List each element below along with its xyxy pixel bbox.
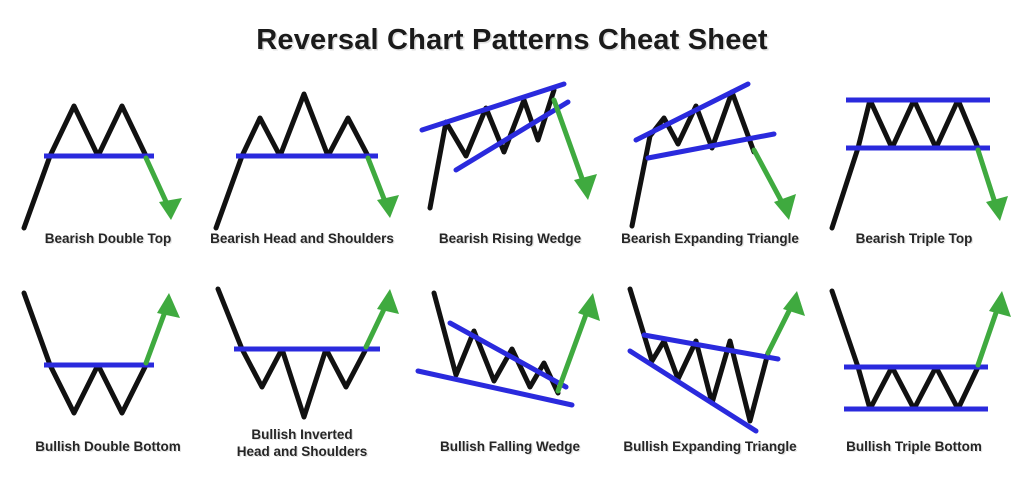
- pattern-card-bullish-triple-bottom[interactable]: Bullish Triple Bottom: [812, 283, 1016, 483]
- pattern-card-bearish-triple-top[interactable]: Bearish Triple Top: [812, 78, 1016, 278]
- pattern-card-bullish-inverted-head-and-shoulders[interactable]: Bullish Inverted Head and Shoulders: [200, 283, 404, 483]
- pattern-label: Bearish Expanding Triangle: [621, 231, 799, 246]
- upper-trendline: [633, 81, 751, 143]
- pattern-card-bullish-falling-wedge[interactable]: Bullish Falling Wedge: [408, 283, 612, 483]
- pattern-label: Bullish Expanding Triangle: [623, 439, 797, 454]
- pattern-diagram-bearish-rising-wedge: [408, 78, 612, 238]
- pattern-card-bearish-head-and-shoulders[interactable]: Bearish Head and Shoulders: [200, 78, 404, 278]
- pattern-grid: Bearish Double Top Bearish Head and Shou…: [0, 78, 1024, 478]
- pattern-label: Bearish Head and Shoulders: [210, 231, 394, 246]
- price-line: [213, 91, 371, 231]
- page-title: Reversal Chart Patterns Cheat Sheet: [256, 24, 768, 56]
- price-line: [21, 103, 149, 231]
- pattern-diagram-bullish-falling-wedge: [408, 283, 612, 443]
- breakout-arrow-down: [975, 147, 1008, 221]
- pattern-label: Bearish Triple Top: [855, 231, 973, 246]
- pattern-card-bearish-double-top[interactable]: Bearish Double Top: [6, 78, 210, 278]
- price-line: [427, 87, 557, 211]
- breakout-arrow-down: [551, 97, 597, 200]
- upper-trendline: [447, 320, 569, 390]
- pattern-card-bullish-double-bottom[interactable]: Bullish Double Bottom: [6, 283, 210, 483]
- pattern-label: Bullish Double Bottom: [35, 439, 181, 454]
- pattern-diagram-bearish-head-and-shoulders: [200, 78, 404, 238]
- price-line: [829, 288, 981, 412]
- breakout-arrow-up: [143, 293, 180, 366]
- breakout-arrow-down: [751, 147, 796, 220]
- breakout-arrow-up: [363, 289, 399, 350]
- pattern-diagram-bearish-triple-top: [812, 78, 1016, 238]
- price-line: [627, 286, 771, 424]
- pattern-diagram-bullish-triple-bottom: [812, 283, 1016, 443]
- pattern-label: Bullish Falling Wedge: [439, 439, 580, 454]
- pattern-card-bearish-rising-wedge[interactable]: Bearish Rising Wedge: [408, 78, 612, 278]
- breakout-arrow-up: [765, 291, 805, 356]
- lower-trendline: [627, 348, 759, 434]
- pattern-label: Bearish Double Top: [44, 231, 172, 246]
- price-line: [431, 290, 561, 396]
- price-line: [21, 290, 149, 416]
- lower-trendline: [453, 99, 571, 173]
- pattern-label: Bearish Rising Wedge: [438, 231, 582, 246]
- pattern-diagram-bullish-expanding-triangle: [608, 283, 812, 443]
- pattern-diagram-bullish-double-bottom: [6, 283, 210, 443]
- pattern-card-bullish-expanding-triangle[interactable]: Bullish Expanding Triangle: [608, 283, 812, 483]
- price-line: [215, 286, 369, 420]
- pattern-diagram-bearish-expanding-triangle: [608, 78, 812, 238]
- breakout-arrow-down: [365, 155, 399, 218]
- upper-trendline: [419, 81, 567, 133]
- pattern-diagram-bearish-double-top: [6, 78, 210, 238]
- pattern-label: Bullish Triple Bottom: [846, 439, 982, 454]
- lower-trendline: [415, 368, 575, 408]
- pattern-label: Bullish Inverted Head and Shoulders: [236, 427, 368, 459]
- pattern-card-bearish-expanding-triangle[interactable]: Bearish Expanding Triangle: [608, 78, 812, 278]
- price-line: [829, 97, 981, 231]
- breakout-arrow-down: [143, 155, 182, 220]
- upper-trendline: [641, 332, 781, 362]
- breakout-arrow-up: [975, 291, 1011, 368]
- breakout-arrow-up: [555, 293, 600, 394]
- pattern-diagram-bullish-inverted-head-and-shoulders: [200, 283, 404, 443]
- lower-trendline: [645, 131, 777, 161]
